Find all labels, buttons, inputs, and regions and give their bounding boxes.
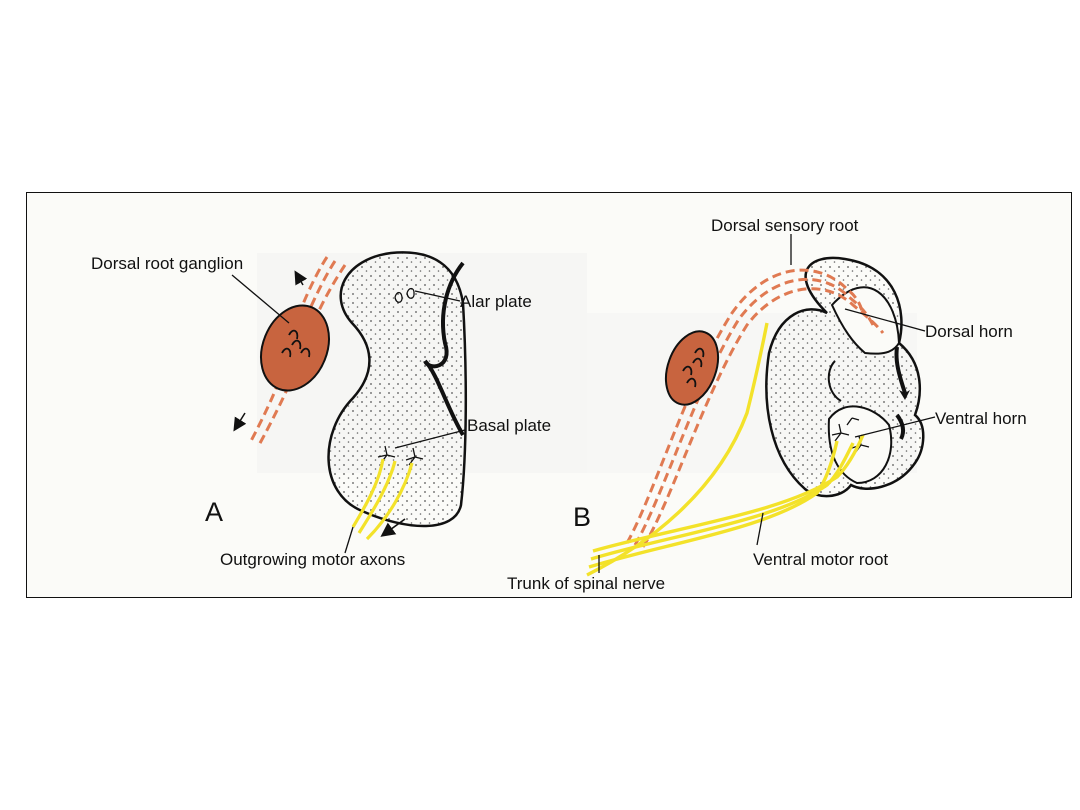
dorsal-root-ganglion-b [664, 330, 720, 406]
label-alar-plate: Alar plate [460, 292, 532, 311]
panel-label-b: B [573, 502, 591, 532]
panel-b [586, 234, 936, 577]
panel-label-a: A [205, 497, 223, 527]
label-trunk-of-spinal-nerve: Trunk of spinal nerve [507, 574, 665, 593]
panel-a [231, 251, 468, 554]
label-dorsal-sensory-root: Dorsal sensory root [711, 216, 859, 235]
label-outgrowing-motor-axons: Outgrowing motor axons [220, 550, 405, 569]
label-basal-plate: Basal plate [467, 416, 551, 435]
neural-tube-a [327, 251, 468, 528]
dorsal-sensory-root-b [625, 268, 885, 548]
motor-axons-a [351, 458, 414, 541]
label-ventral-horn: Ventral horn [935, 409, 1027, 428]
label-dorsal-horn: Dorsal horn [925, 322, 1013, 341]
dorsal-root-ganglion-a [233, 256, 347, 446]
label-dorsal-root-ganglion: Dorsal root ganglion [91, 254, 243, 273]
ventral-motor-root-b [586, 322, 865, 577]
motor-axon-arrow [380, 518, 406, 537]
diagram-figure: Dorsal root ganglion Alar plate Basal pl… [26, 192, 1072, 598]
leader-lines-a [231, 274, 466, 554]
spinal-cord-development-diagram: Dorsal root ganglion Alar plate Basal pl… [91, 216, 1027, 593]
leader-lines-b [598, 234, 936, 573]
label-ventral-motor-root: Ventral motor root [753, 550, 888, 569]
